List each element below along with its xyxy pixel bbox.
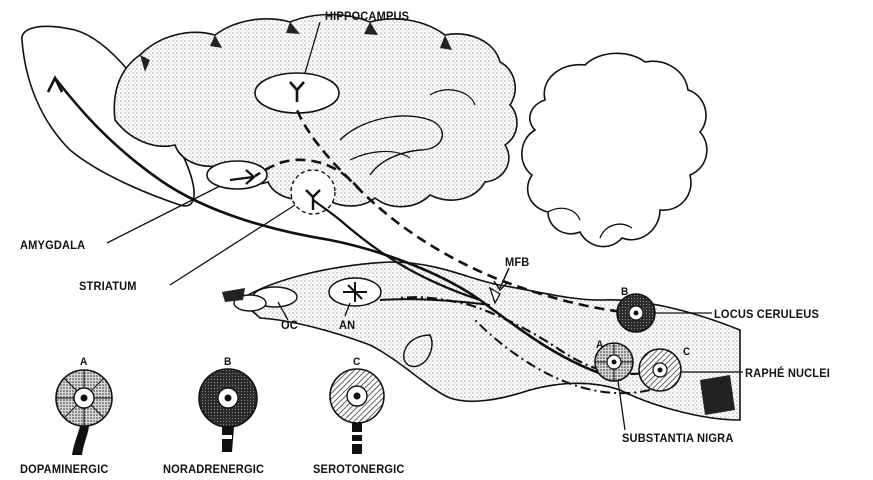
- legend-marker-c: C: [353, 356, 361, 368]
- brainstem-shading: [700, 375, 735, 415]
- raphe-nuclei-label: RAPHÉ NUCLEI: [745, 366, 830, 380]
- an-label: AN: [339, 318, 355, 332]
- legend-label-noradrenergic: NORADRENERGIC: [163, 462, 264, 476]
- legend-cell-serotonergic: [330, 369, 384, 454]
- marker-a: A: [596, 339, 604, 351]
- legend-label-dopaminergic: DOPAMINERGIC: [20, 462, 108, 476]
- brainstem-outline: [240, 262, 740, 420]
- marker-c: C: [683, 346, 691, 358]
- substantia-nigra-label: SUBSTANTIA NIGRA: [622, 431, 734, 445]
- raphe-nucleus: [639, 349, 681, 391]
- legend-label-serotonergic: SEROTONERGIC: [313, 462, 405, 476]
- legend-marker-b: B: [224, 356, 232, 368]
- locus-ceruleus-nucleus: [617, 294, 655, 332]
- legend-marker-a: A: [80, 356, 88, 368]
- amygdala-label: AMYGDALA: [20, 238, 85, 252]
- legend-cell-dopaminergic: [56, 370, 112, 455]
- mfb-label: MFB: [505, 255, 529, 269]
- legend-cell-noradrenergic: [199, 369, 257, 452]
- olfactory-shading: [222, 288, 245, 302]
- striatum-label: STRIATUM: [79, 279, 137, 293]
- cerebellum-outline: [522, 53, 707, 246]
- locus-ceruleus-label: LOCUS CERULEUS: [714, 307, 819, 321]
- hippocampus-label: HIPPOCAMPUS: [325, 9, 409, 23]
- oc-label: OC: [281, 318, 298, 332]
- marker-b: B: [621, 286, 629, 298]
